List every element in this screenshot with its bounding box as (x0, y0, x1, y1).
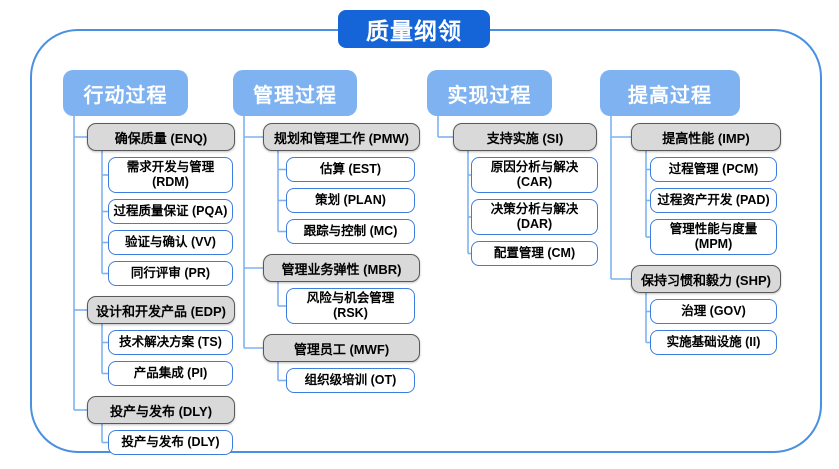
process-item-box: 跟踪与控制 (MC) (286, 219, 415, 244)
process-group-box: 管理员工 (MWF) (263, 334, 420, 362)
process-item-box: 需求开发与管理 (RDM) (108, 157, 233, 193)
process-item-box: 估算 (EST) (286, 157, 415, 182)
process-item-box: 风险与机会管理 (RSK) (286, 288, 415, 324)
process-item-box: 管理性能与度量 (MPM) (650, 219, 777, 255)
process-group-box: 提高性能 (IMP) (631, 123, 781, 151)
process-item-box: 同行评审 (PR) (108, 261, 233, 286)
process-group-box: 支持实施 (SI) (453, 123, 597, 151)
process-item-box: 实施基础设施 (II) (650, 330, 777, 355)
column-header-2: 管理过程 (233, 70, 357, 116)
process-item-box: 过程资产开发 (PAD) (650, 188, 777, 213)
process-group-box: 保持习惯和毅力 (SHP) (631, 265, 781, 293)
process-item-box: 过程质量保证 (PQA) (108, 199, 233, 224)
process-item-box: 技术解决方案 (TS) (108, 330, 233, 355)
process-item-box: 验证与确认 (VV) (108, 230, 233, 255)
process-item-box: 过程管理 (PCM) (650, 157, 777, 182)
process-item-box: 策划 (PLAN) (286, 188, 415, 213)
process-item-box: 原因分析与解决 (CAR) (471, 157, 598, 193)
process-item-box: 配置管理 (CM) (471, 241, 598, 266)
column-header-3: 实现过程 (427, 70, 552, 116)
process-group-box: 管理业务弹性 (MBR) (263, 254, 420, 282)
process-group-box: 投产与发布 (DLY) (87, 396, 235, 424)
process-item-box: 决策分析与解决 (DAR) (471, 199, 598, 235)
process-item-box: 治理 (GOV) (650, 299, 777, 324)
process-item-box: 投产与发布 (DLY) (108, 430, 233, 455)
process-group-box: 确保质量 (ENQ) (87, 123, 235, 151)
process-group-box: 设计和开发产品 (EDP) (87, 296, 235, 324)
process-item-box: 产品集成 (PI) (108, 361, 233, 386)
column-header-4: 提高过程 (600, 70, 740, 116)
process-group-box: 规划和管理工作 (PMW) (263, 123, 420, 151)
process-item-box: 组织级培训 (OT) (286, 368, 415, 393)
diagram-title: 质量纲领 (338, 10, 490, 48)
column-header-1: 行动过程 (63, 70, 188, 116)
